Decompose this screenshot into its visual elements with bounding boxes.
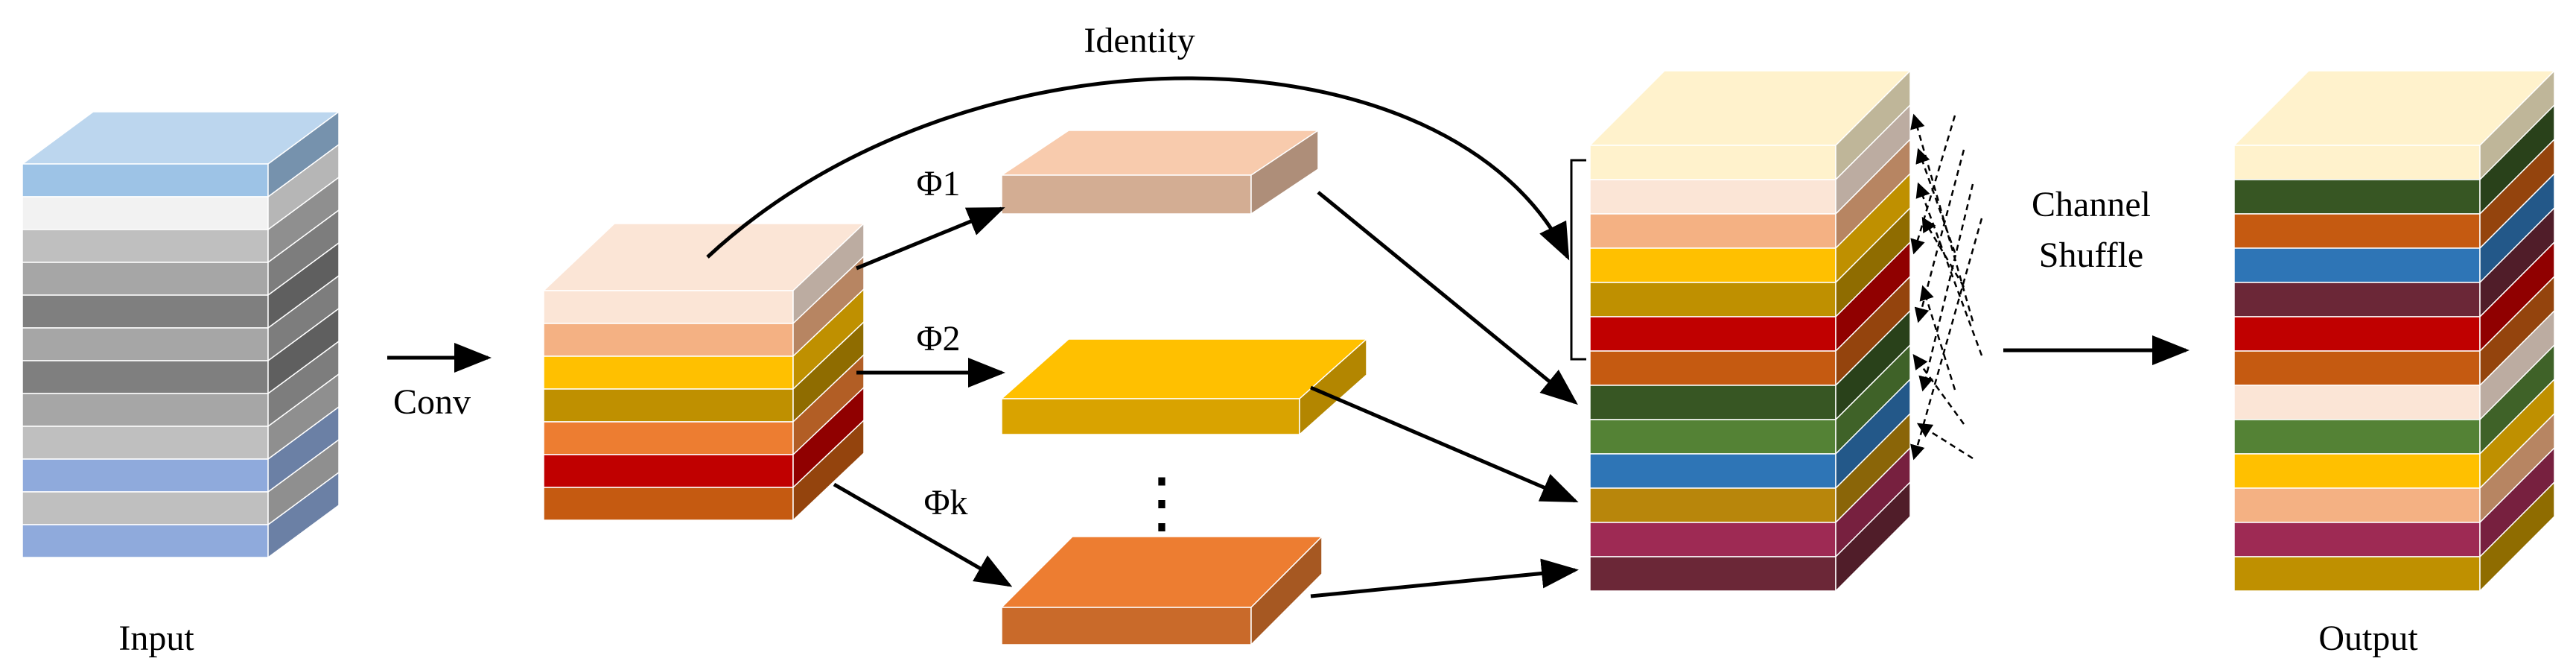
phi1-box-side	[1250, 129, 1319, 215]
output-layer-side	[2479, 481, 2555, 592]
phik-to-concat-arrow	[1310, 558, 1579, 598]
phik-arrow	[833, 482, 1013, 587]
output-layer-front	[2233, 556, 2481, 592]
shuffle-dashed-arrow	[1910, 113, 1974, 322]
phi2-label: Φ2	[916, 319, 960, 358]
concatenated-feature-stack	[1588, 69, 1912, 592]
input-layer-front	[22, 524, 269, 558]
concat-layer-front	[1589, 350, 1836, 386]
shuffle-label: Shuffle	[2039, 236, 2143, 275]
input-label: Input	[118, 619, 194, 658]
shuffle-dashed-arrow	[1918, 183, 1974, 392]
concat-layer-front	[1589, 453, 1836, 489]
phik-box-side	[1250, 535, 1323, 646]
phi1-arrow	[856, 206, 1005, 271]
input-layer-front	[22, 360, 269, 394]
conv-layer-front	[543, 487, 794, 521]
concat-layer-front	[1589, 522, 1836, 557]
phi1-box-front	[1001, 174, 1252, 215]
cheap-operation-outputs	[999, 129, 1368, 646]
output-layer-front	[2233, 522, 2481, 557]
output-layer-front	[2233, 453, 2481, 489]
input-layer-front	[22, 393, 269, 427]
input-layer-front	[22, 426, 269, 460]
concat-layer-side	[1835, 481, 1911, 592]
input-layer-front	[22, 262, 269, 296]
conv-layer-front	[543, 355, 794, 390]
output-layer-front	[2233, 419, 2481, 455]
phi2-to-concat-arrow	[1310, 385, 1579, 503]
concat-layer-front	[1589, 487, 1836, 523]
shuffle-dashed-arrow	[1910, 115, 1956, 255]
output-layer-front	[2233, 145, 2481, 180]
output-layer-front	[2233, 350, 2481, 386]
concat-layer-front	[1589, 385, 1836, 420]
conv-layer-front	[543, 290, 794, 324]
conv-layer-front	[543, 421, 794, 455]
identity-bracket	[1570, 159, 1586, 361]
shuffle-dashed-arrow	[1919, 285, 1956, 391]
phik-box-front	[1001, 607, 1252, 645]
shuffle-dashed-arrow	[1912, 353, 1965, 425]
conv-label: Conv	[393, 382, 471, 422]
arrows	[387, 76, 2189, 598]
concat-layer-front	[1589, 316, 1836, 352]
phi1-label: Φ1	[916, 164, 960, 203]
output-label: Output	[2318, 619, 2418, 658]
input-feature-stack	[20, 110, 341, 559]
concat-layer-front	[1589, 282, 1836, 317]
conv-layer-side	[792, 419, 865, 522]
phi2-box-side	[1299, 338, 1367, 436]
channel-label: Channel	[2032, 185, 2151, 224]
concat-layer-front	[1589, 556, 1836, 592]
phi1-to-concat-arrow	[1317, 191, 1578, 405]
concat-layer-front	[1589, 419, 1836, 455]
output-layer-front	[2233, 385, 2481, 420]
phi2-box-front	[1001, 398, 1300, 435]
phik-label: Φk	[923, 483, 967, 522]
input-layer-front	[22, 458, 269, 493]
output-feature-stack	[2233, 69, 2556, 592]
output-layer-front	[2233, 487, 2481, 523]
input-layer-front	[22, 327, 269, 361]
shuffle-dashed-arrows	[1910, 113, 1983, 461]
output-layer-front	[2233, 316, 2481, 352]
output-layer-front	[2233, 247, 2481, 283]
concat-layer-front	[1589, 145, 1836, 180]
output-layer-front	[2233, 179, 2481, 215]
output-layer-front	[2233, 213, 2481, 249]
concat-layer-front	[1589, 247, 1836, 283]
shuffle-dashed-arrow	[1910, 218, 1983, 461]
output-layer-front	[2233, 282, 2481, 317]
shuffle-dashed-arrow	[1915, 148, 1956, 253]
input-layer-side	[267, 471, 340, 559]
input-layer-front	[22, 163, 269, 197]
branch-ellipsis: ⋮	[1128, 467, 1195, 540]
shuffle-dashed-arrow	[1921, 216, 1965, 288]
input-layer-front	[22, 491, 269, 525]
concat-layer-front	[1589, 179, 1836, 215]
conv-layer-front	[543, 454, 794, 488]
shuffle-dashed-arrow	[1916, 423, 1974, 460]
identity-label: Identity	[1084, 21, 1195, 60]
concat-layer-front	[1589, 213, 1836, 249]
identity-arrow	[706, 76, 1570, 261]
input-layer-front	[22, 229, 269, 263]
conv-layer-front	[543, 388, 794, 423]
input-layer-front	[22, 294, 269, 329]
conv-feature-stack	[542, 222, 865, 522]
input-layer-front	[22, 196, 269, 230]
conv-layer-front	[543, 323, 794, 357]
